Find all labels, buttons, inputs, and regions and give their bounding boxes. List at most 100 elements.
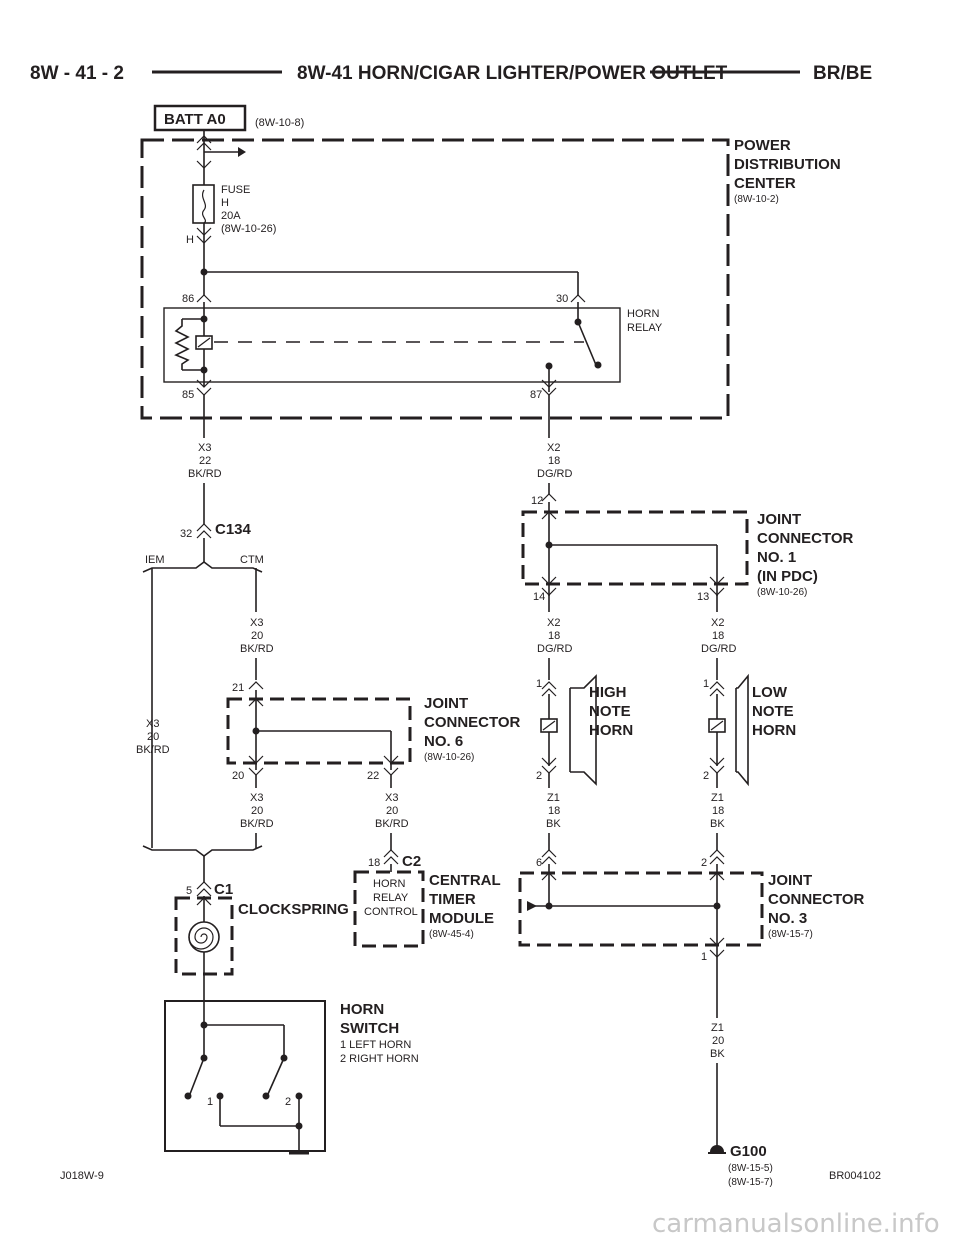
horn-switch-title-1: HORN xyxy=(340,1001,384,1018)
jc3-title-3: NO. 3 xyxy=(768,910,807,927)
high-horn-title-1: HIGH xyxy=(589,684,627,701)
fuse-line-1: FUSE xyxy=(221,184,250,196)
pdc-title-3: CENTER xyxy=(734,175,796,192)
wire-x3-22-circuit: X3 xyxy=(198,442,211,454)
high-horn-pin-2: 2 xyxy=(536,770,542,782)
wire-x3-20-jc6l-circuit: X3 xyxy=(250,792,263,804)
wire-x3-20-iem-color: BK/RD xyxy=(136,744,170,756)
batt-a0-box xyxy=(153,104,247,132)
jc1-box xyxy=(521,510,749,586)
horn-switch-contact-2 xyxy=(267,1057,285,1095)
low-horn-title-1: LOW xyxy=(752,684,788,701)
jc3-box xyxy=(518,871,764,947)
wire-z1-20-circuit: Z1 xyxy=(711,1022,724,1034)
high-horn-title-3: HORN xyxy=(589,722,633,739)
relay-pin-86: 86 xyxy=(182,293,194,305)
jc1-pin-out-a: 14 xyxy=(533,591,545,603)
jc1-title-2: CONNECTOR xyxy=(757,530,854,547)
relay-pin-30: 30 xyxy=(556,293,568,305)
wire-x3-20-jc6r-gauge: 20 xyxy=(386,805,398,817)
fuse-cavity: H xyxy=(186,234,194,246)
fuse-ref: (8W-10-26) xyxy=(221,223,276,235)
horn-speaker-icon xyxy=(570,674,597,786)
wire-x2-18-c-gauge: 18 xyxy=(712,630,724,642)
ground-icon xyxy=(710,1145,724,1152)
wire-x2-18-c-circuit: X2 xyxy=(711,617,724,629)
model-code: BR/BE xyxy=(813,63,872,84)
page-title: 8W-41 HORN/CIGAR LIGHTER/POWER OUTLET xyxy=(297,63,728,84)
ctm-title-3: MODULE xyxy=(429,910,494,927)
wire-z1-20-gauge: 20 xyxy=(712,1035,724,1047)
wire-x3-20-jc6r-color: BK/RD xyxy=(375,818,409,830)
pdc-ref: (8W-10-2) xyxy=(734,194,779,205)
pdc-title-1: POWER xyxy=(734,137,791,154)
horn-switch-pin-1: 1 xyxy=(207,1096,213,1108)
high-horn-title-2: NOTE xyxy=(589,703,631,720)
wire-x2-18-a-color: DG/RD xyxy=(537,468,573,480)
wire-x3-20-jc6r-circuit: X3 xyxy=(385,792,398,804)
wire-x3-20-ctm-gauge: 20 xyxy=(251,630,263,642)
low-note-horn: 1 2 LOW NOTE HORN xyxy=(703,673,796,787)
ctm-inner-1: HORN xyxy=(373,878,405,890)
clockspring-label: CLOCKSPRING xyxy=(238,901,349,918)
jc3-pin-a: 6 xyxy=(536,857,542,869)
jc3-pin-out: 1 xyxy=(701,951,707,963)
jc3-title-2: CONNECTOR xyxy=(768,891,865,908)
jc3-pin-b: 2 xyxy=(701,857,707,869)
horn-relay-box xyxy=(163,307,621,383)
splice-bracket-bottom xyxy=(142,845,263,857)
wire-x3-20-ctm-color: BK/RD xyxy=(240,643,274,655)
ground-name: G100 xyxy=(730,1143,767,1160)
jc6-box xyxy=(226,697,412,765)
wire-x2-18-b-circuit: X2 xyxy=(547,617,560,629)
wire-z1-18-b-color: BK xyxy=(710,818,725,830)
wire-x2-18-b-gauge: 18 xyxy=(548,630,560,642)
horn-switch-box xyxy=(164,1000,326,1152)
watermark: carmanualsonline.info xyxy=(652,1209,940,1239)
wire-x2-18-a-circuit: X2 xyxy=(547,442,560,454)
c1-pin: 5 xyxy=(186,885,192,897)
relay-switch-contact xyxy=(577,321,597,366)
jc1-title-4: (IN PDC) xyxy=(757,568,818,585)
low-horn-pin-2: 2 xyxy=(703,770,709,782)
jc1-title-1: JOINT xyxy=(757,511,801,528)
jc6-title-2: CONNECTOR xyxy=(424,714,521,731)
wire-z1-18-b-gauge: 18 xyxy=(712,805,724,817)
jc1-pin-out-b: 13 xyxy=(697,591,709,603)
wire-x3-20-jc6l-color: BK/RD xyxy=(240,818,274,830)
relay-pin-87: 87 xyxy=(530,389,542,401)
c134-iem-label: IEM xyxy=(145,554,165,566)
wire-z1-20-color: BK xyxy=(710,1048,725,1060)
high-horn-pin-1: 1 xyxy=(536,678,542,690)
wire-x3-22-gauge: 22 xyxy=(199,455,211,467)
c2-name: C2 xyxy=(402,853,421,870)
wire-x2-18-b-color: DG/RD xyxy=(537,643,573,655)
ground-ref-1: (8W-15-5) xyxy=(728,1163,773,1174)
horn-switch-title-2: SWITCH xyxy=(340,1020,399,1037)
jc6-pin-in: 21 xyxy=(232,682,244,694)
batt-a0-ref: (8W-10-8) xyxy=(255,117,304,129)
jc3-ref: (8W-15-7) xyxy=(768,929,813,940)
wire-z1-18-b-circuit: Z1 xyxy=(711,792,724,804)
wire-x3-20-iem-circuit: X3 xyxy=(146,718,159,730)
batt-a0-label: BATT A0 xyxy=(164,111,226,128)
c134-ctm-label: CTM xyxy=(240,554,264,566)
arrow-right-icon xyxy=(527,901,537,911)
wire-x2-18-c-color: DG/RD xyxy=(701,643,737,655)
jc6-pin-out-a: 20 xyxy=(232,770,244,782)
c134-pin: 32 xyxy=(180,528,192,540)
jc6-ref: (8W-10-26) xyxy=(424,752,474,763)
page-number: 8W - 41 - 2 xyxy=(30,63,124,84)
jc6-title-3: NO. 6 xyxy=(424,733,463,750)
resistor-icon xyxy=(174,319,190,370)
page-header: 8W - 41 - 2 8W-41 HORN/CIGAR LIGHTER/POW… xyxy=(30,63,872,84)
footer-code-right: BR004102 xyxy=(829,1170,881,1182)
low-horn-title-3: HORN xyxy=(752,722,796,739)
fuse-line-3: 20A xyxy=(221,210,241,222)
relay-label-2: RELAY xyxy=(627,322,663,334)
wire-z1-18-a-gauge: 18 xyxy=(548,805,560,817)
wire-x3-20-jc6l-gauge: 20 xyxy=(251,805,263,817)
horn-switch-note-1: 1 LEFT HORN xyxy=(340,1039,411,1051)
horn-speaker-icon xyxy=(736,673,749,787)
